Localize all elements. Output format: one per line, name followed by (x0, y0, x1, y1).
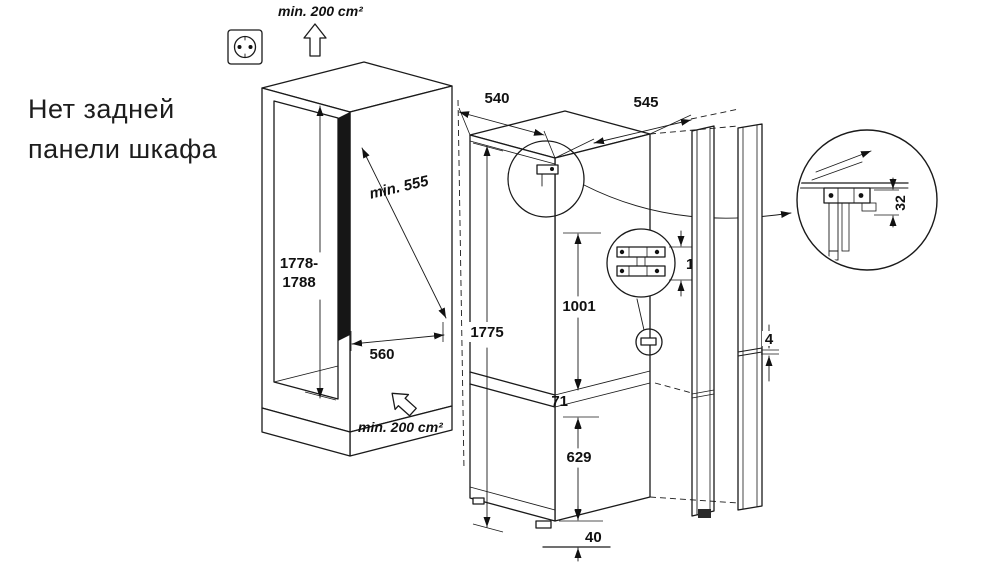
dimension-niche-height: 1778- 1788 (280, 99, 337, 401)
dimension-plinth: 40 (559, 505, 603, 562)
vent-arrow-bottom-icon (391, 392, 417, 417)
dimension-width: 540 (458, 90, 556, 159)
note-line-2: панели шкафа (28, 134, 218, 164)
detail-circle-top-hinge-small (507, 140, 792, 219)
dimension-depth: 545 (554, 94, 740, 159)
label-niche-width: 560 (369, 346, 394, 363)
panel-foot (698, 509, 711, 518)
detail-circle-top-hinge-zoom: 32 (796, 129, 938, 271)
label-lower-door: 629 (566, 449, 591, 466)
projection-line (457, 99, 465, 471)
dimension-height: 1775 (463, 142, 511, 533)
dimension-niche-width: 560 (350, 322, 445, 363)
dimension-top-hinge: 32 (874, 177, 908, 228)
label-panel-gap: 4 (765, 331, 774, 348)
label-top-vent: min. 200 cm² (278, 3, 363, 19)
dimension-panel-gap: 4 (761, 324, 779, 382)
label-niche-height-top: 1778- (280, 255, 318, 272)
vent-arrow-up-icon (303, 23, 327, 57)
detail-circle-mid-hinge-small (635, 298, 663, 356)
note-line-1: Нет задней (28, 94, 175, 124)
label-height: 1775 (470, 324, 503, 341)
label-plinth: 40 (585, 529, 602, 546)
label-depth: 545 (633, 94, 658, 111)
label-bottom-vent: min. 200 cm² (358, 419, 443, 435)
power-outlet-icon (227, 29, 263, 65)
label-width: 540 (484, 90, 509, 107)
leader-line (583, 184, 792, 219)
door-panels-drawing (649, 123, 763, 518)
label-niche-height-bottom: 1788 (282, 274, 315, 291)
missing-back-panel-gap (338, 112, 350, 341)
dimension-lower-door: 629 (560, 418, 598, 520)
label-upper-door: 1001 (562, 298, 595, 315)
label-mid-gap: 71 (551, 393, 568, 410)
detail-circle-mid-hinge (606, 228, 676, 298)
label-top-hinge: 32 (892, 195, 908, 211)
dimension-upper-door: 1001 (558, 232, 601, 391)
